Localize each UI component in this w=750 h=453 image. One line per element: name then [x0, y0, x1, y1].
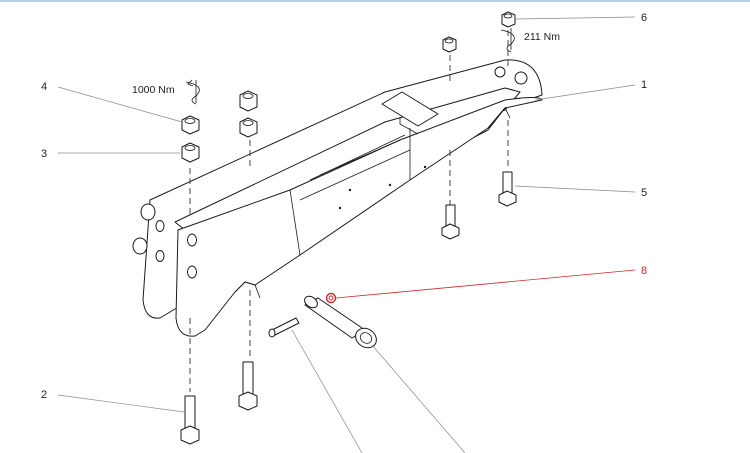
callout-4[interactable]: 4 — [41, 81, 47, 93]
nut-part-6[interactable] — [501, 11, 516, 28]
leader-lines — [57, 16, 636, 453]
torque-label-1000: 1000 Nm — [132, 84, 175, 96]
bolt-part-5[interactable] — [498, 171, 517, 207]
main-frame-part[interactable] — [132, 59, 543, 337]
pivot-pin-part[interactable] — [302, 294, 380, 352]
callout-1[interactable]: 1 — [641, 79, 647, 91]
callout-2[interactable]: 2 — [41, 389, 47, 401]
nut-part-6-second[interactable] — [442, 36, 457, 53]
bolt-part-2[interactable] — [180, 395, 200, 445]
bolt-part-2-second[interactable] — [238, 361, 258, 411]
pin-bolt-part[interactable] — [268, 317, 300, 338]
callout-5[interactable]: 5 — [641, 187, 647, 199]
header-border — [0, 0, 750, 2]
bolt-part-5-second[interactable] — [441, 204, 460, 240]
assembly-axis-lines — [189, 30, 509, 392]
washer-part-3[interactable] — [181, 142, 200, 163]
washer-part-3-second[interactable] — [239, 117, 258, 138]
nut-part-4-second[interactable] — [239, 90, 258, 112]
nut-part-4[interactable] — [181, 115, 200, 135]
clip-part-8[interactable] — [325, 292, 337, 304]
torque-label-211: 211 Nm — [524, 31, 560, 43]
callout-8[interactable]: 8 — [641, 265, 647, 277]
torque-arrow-large — [185, 79, 200, 105]
callout-3[interactable]: 3 — [41, 148, 47, 160]
torque-arrow-small — [500, 28, 515, 53]
callout-6[interactable]: 6 — [641, 12, 647, 24]
